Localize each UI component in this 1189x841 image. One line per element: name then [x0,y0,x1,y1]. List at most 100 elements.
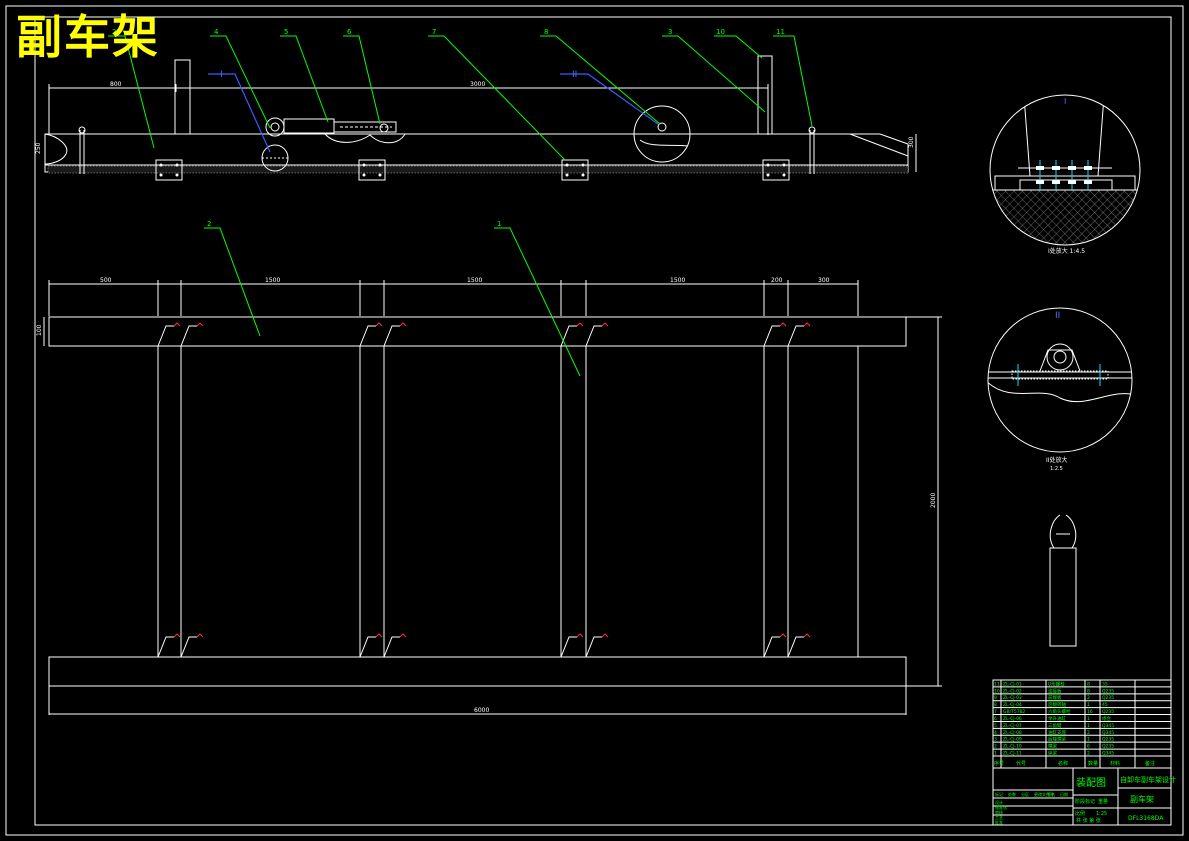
svg-text:200: 200 [771,277,783,284]
bom-cell: Q235 [1102,688,1114,694]
bom-cell: 2 [994,744,997,750]
bom-cell: Q345 [1102,723,1114,729]
bom-cell: 1 [994,751,997,757]
bom-cell: 2 [1087,751,1090,757]
inner-border [34,16,1172,826]
sign-role: 工艺 [995,815,1003,820]
bom-cell: ZL-CJ-03 [1003,695,1022,701]
svg-text:6000: 6000 [474,707,489,714]
bom-cell: 1 [1087,723,1090,729]
svg-text:300: 300 [818,277,830,284]
bom-cell: 8 [1087,681,1090,687]
bom-header: 材料 [1110,760,1120,767]
sign-role: 设计 [995,799,1003,805]
bom-cell: 5 [994,723,997,729]
bom-cell: ZL-CJ-11 [1003,751,1022,757]
bom-cell: ZL-CJ-01 [1003,681,1022,687]
bom-cell: 后翻转轴 [1048,701,1066,708]
sign-role: 审核 [995,809,1003,815]
svg-text:300: 300 [908,136,915,148]
bom-cell: 2 [1087,730,1090,736]
bom-cell: 组合 [1102,715,1111,722]
bom-cell: 纵梁 [1048,750,1057,757]
front-post [174,59,191,135]
drawing-code: DFL3168DA [1128,815,1164,822]
bom-cell: ZL-CJ-04 [1003,702,1022,708]
svg-text:共 张 第 张: 共 张 第 张 [1076,817,1101,824]
bom-cell: 油缸支座 [1048,729,1066,736]
bom-cell: Q235 [1102,737,1114,743]
dim-side-mid: 3000 [470,81,485,88]
balloon-5: 5 [284,28,288,36]
bom-header: 序号 [994,760,1004,767]
balloon-3: 3 [668,28,672,36]
section-mark-II: II [572,70,577,80]
svg-text:1500: 1500 [670,277,685,284]
plan-rail-top [48,316,907,347]
bom-cell: U形螺栓 [1048,680,1065,687]
project-name: 自卸车副车架设计 [1120,775,1176,784]
detail-II: II II处放大 1:2.5 [987,307,1133,472]
sign-header: 处数 [1008,791,1016,797]
plan-view: 500 1500 1500 1500 200 300 6000 [36,220,942,715]
bom-cell: ZL-CJ-09 [1003,737,1022,743]
bom-cell: 举升油缸 [1048,715,1066,722]
svg-text:阶段标记: 阶段标记 [1075,798,1095,805]
bom-cell: ZL-CJ-07 [1003,723,1022,729]
dim-side-left: 800 [110,81,122,88]
plan-rail-bottom [48,656,907,687]
bom-cell: 2 [1087,695,1090,701]
sign-header: 签名 [1047,791,1055,797]
sign-header: 更改文件号 [1034,791,1054,797]
bom-cell: 16 [1087,709,1093,715]
bom-cell: 后端横梁 [1048,736,1066,743]
part-name: 副车架 [1130,794,1154,804]
balloon-2: 2 [112,28,116,36]
lift-cylinder [261,117,406,172]
balloon-11: 11 [776,28,785,36]
balloon-7: 7 [432,28,436,36]
bom-header: 名称 [1058,760,1068,767]
svg-text:重量: 重量 [1098,798,1108,805]
svg-text:1:2.5: 1:2.5 [1050,466,1063,472]
rear-post [757,55,773,135]
bom-cell: 前端板 [1048,694,1062,701]
section-mark-I: I [220,70,223,80]
svg-text:500: 500 [100,277,112,284]
bom-cell: 4 [994,730,997,736]
bom-cell: Q345 [1102,751,1114,757]
balloon-8: 8 [544,28,548,36]
bom-cell: 连接板 [1048,687,1062,694]
bom-cell: 8 [1087,688,1090,694]
bom-cell: 1 [1087,702,1090,708]
bom-cell: 10 [994,688,1000,694]
bom-header: 数量 [1088,760,1098,767]
sign-header: 分区 [1021,791,1029,797]
svg-text:1500: 1500 [265,277,280,284]
bom-cell: 六角头螺栓 [1048,708,1071,715]
svg-text:100: 100 [36,324,43,336]
cross-members [157,346,859,657]
bom-header: 代号 [1016,760,1026,767]
bom-cell: ZL-CJ-08 [1003,730,1022,736]
bom-cell: 45 [1102,702,1108,708]
bom-cell: 6 [1087,744,1090,750]
balloon-6: 6 [347,28,352,36]
sign-role: 批准 [995,819,1003,825]
side-leaders: 2 4 5 6 7 8 3 10 11 I II [108,28,813,161]
balloon-plan-2: 2 [207,220,211,228]
balloon-4: 4 [214,28,219,36]
drawing-type: 装配图 [1076,776,1106,789]
bom-cell: ZL-CJ-06 [1003,716,1022,722]
balloon-10: 10 [716,28,725,36]
chassis-frame [47,165,909,174]
front-hook [44,133,68,165]
svg-text:250: 250 [35,142,42,154]
svg-text:1:25: 1:25 [1096,811,1107,817]
svg-text:1500: 1500 [467,277,482,284]
detail-II-label: II处放大 [1046,456,1068,464]
bom-cell: 7 [994,709,997,715]
bom-cell: ZL-CJ-10 [1003,744,1022,750]
drawing-title: 副车架 [16,10,160,64]
